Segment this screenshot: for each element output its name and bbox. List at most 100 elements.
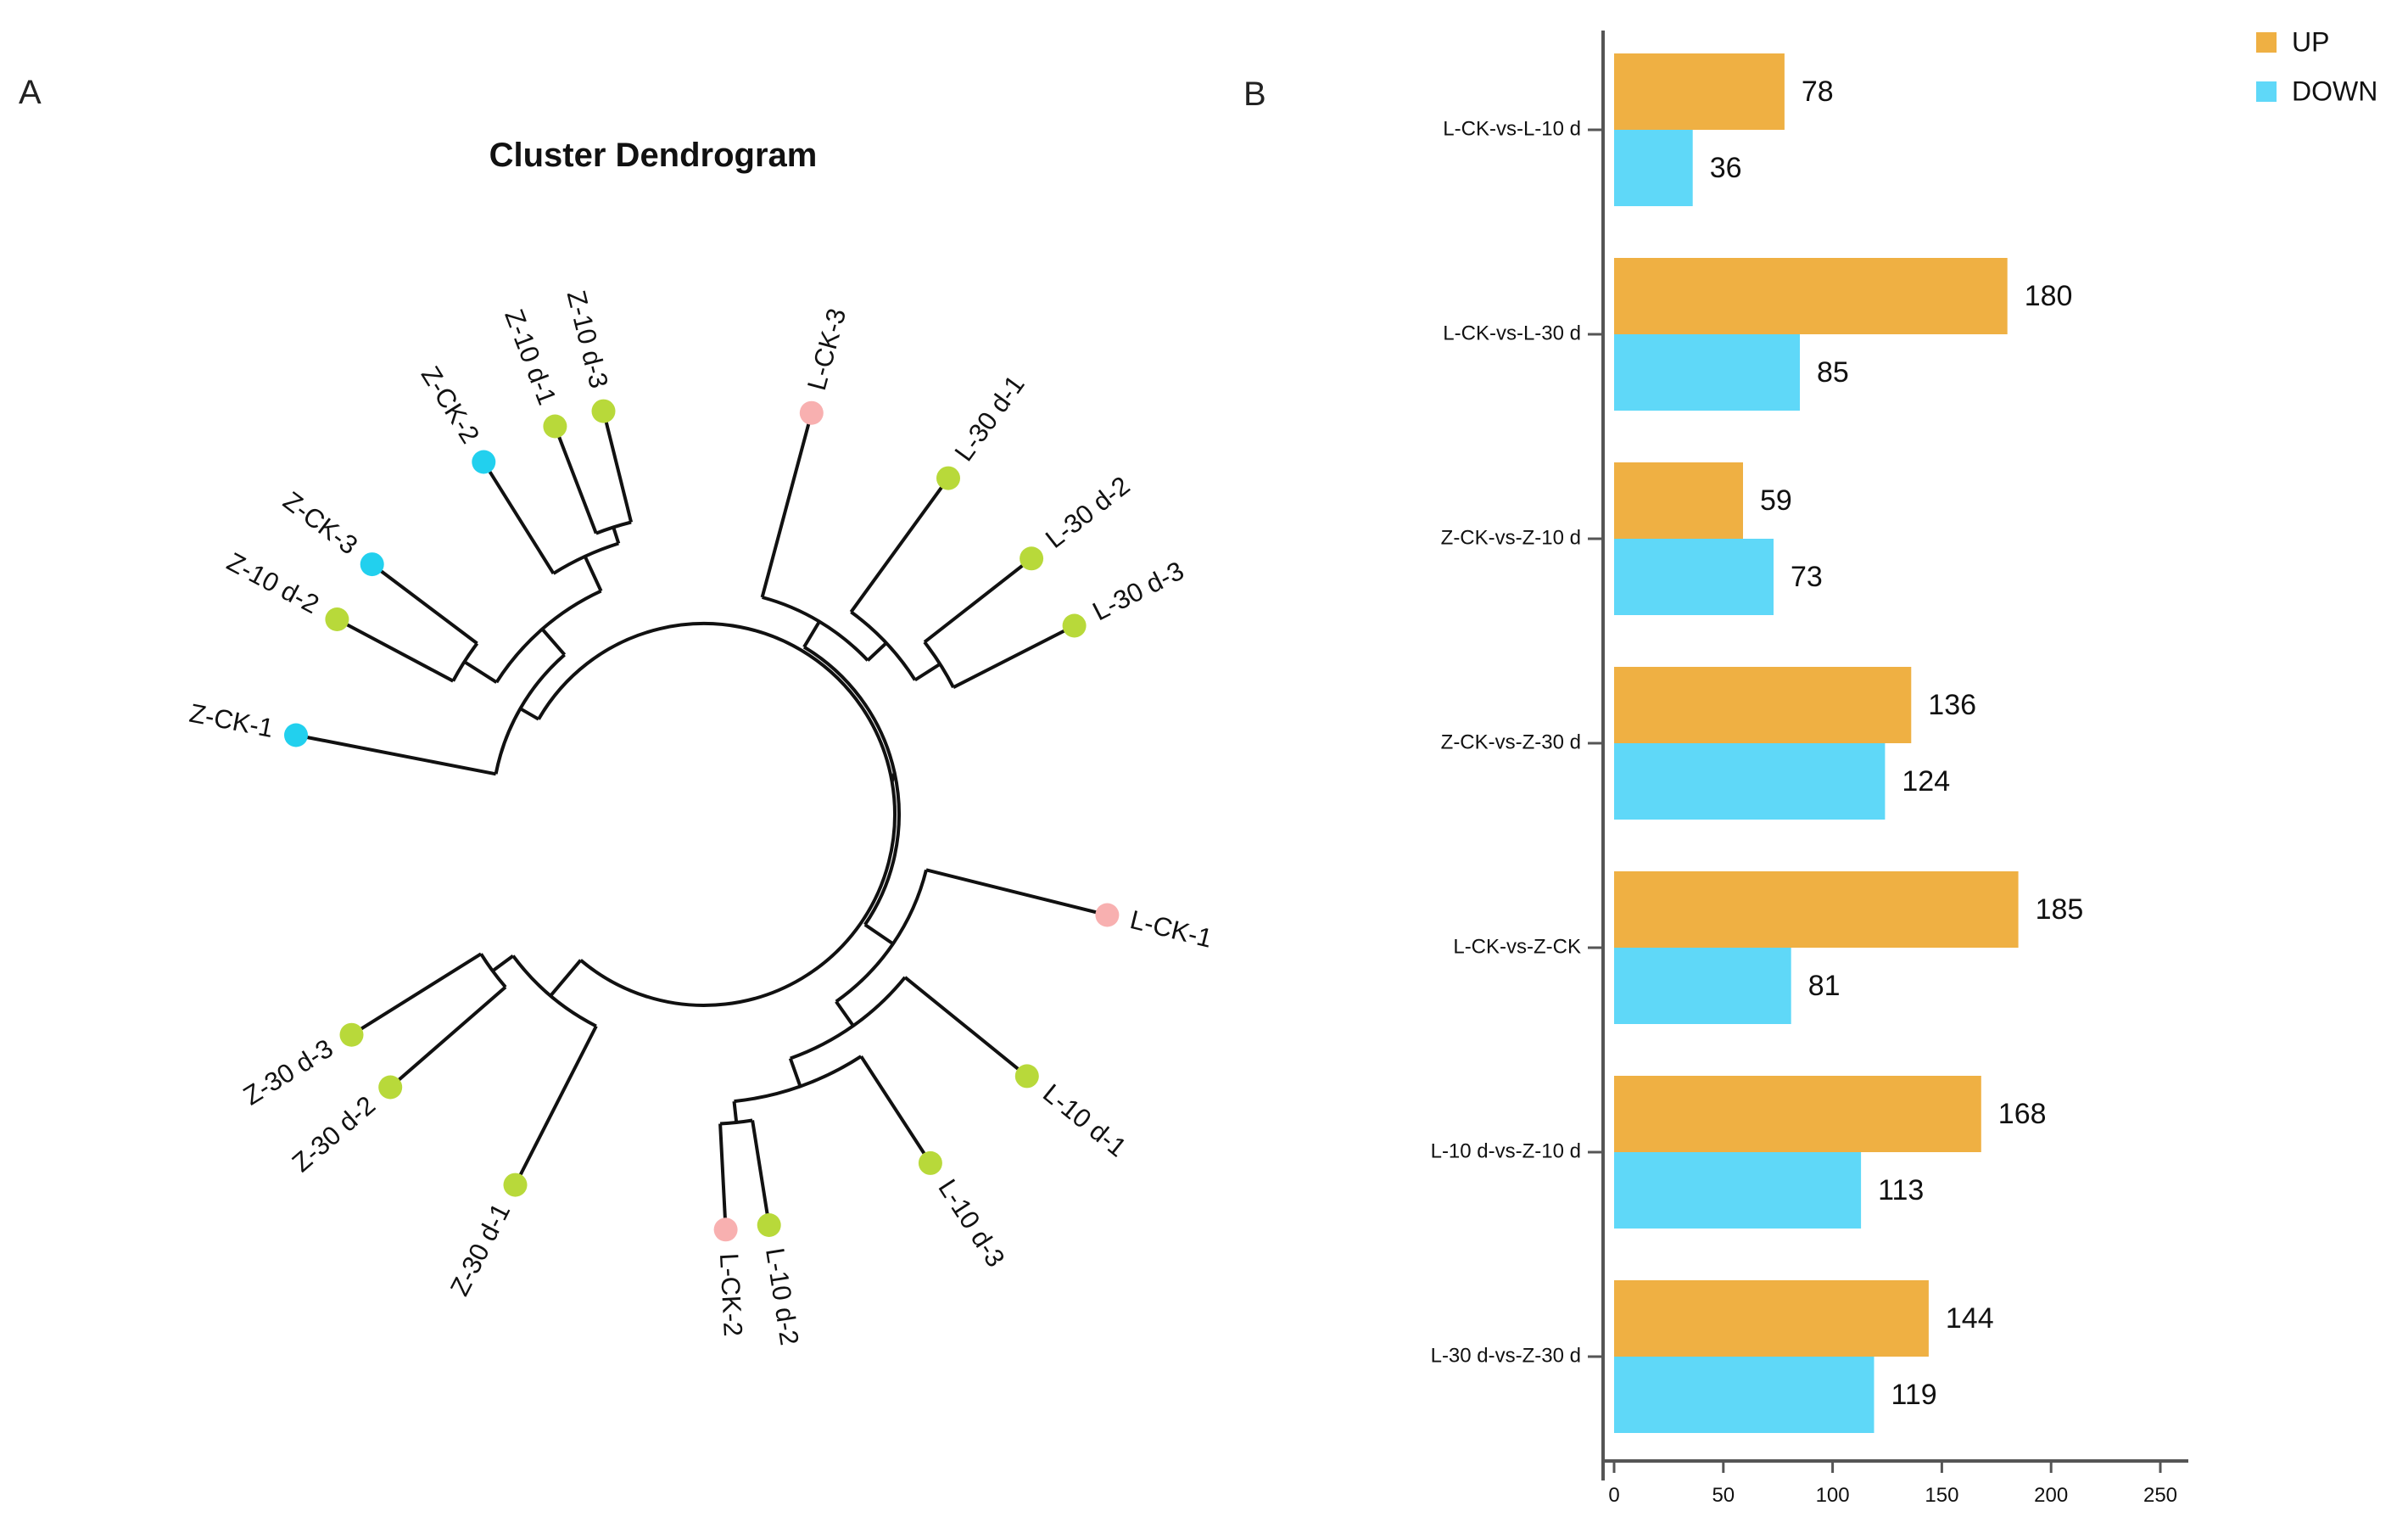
dendrogram-branch [553, 425, 598, 535]
value-label-up-3: 136 [1928, 689, 1976, 721]
leaf-label-l10d2: L-10 d-2 [760, 1246, 805, 1348]
bar-down-3 [1614, 743, 1886, 820]
x-tick-label-1: 50 [1712, 1484, 1735, 1507]
dendrogram-branch [295, 733, 496, 776]
value-label-down-3: 124 [1902, 765, 1950, 798]
bar-down-4 [1614, 948, 1791, 1024]
leaf-label-l10d1: L-10 d-1 [1037, 1078, 1132, 1163]
category-label-3: Z-CK-vs-Z-30 d [1441, 730, 1581, 753]
leaf-dot-l10d1 [1014, 1064, 1039, 1089]
leaf-label-z10d1: Z-10 d-1 [499, 305, 562, 409]
leaf-dot-l10d2 [757, 1213, 781, 1237]
leaf-dot-z10d3 [591, 399, 616, 423]
dendrogram-branch [866, 641, 888, 662]
dendrogram-branch [583, 555, 603, 592]
dendrogram-arc [537, 621, 897, 1007]
bar-down-5 [1614, 1152, 1862, 1229]
leaf-label-l30d2: L-30 d-2 [1040, 470, 1136, 554]
bar-up-3 [1614, 667, 1912, 743]
dendrogram-branch [802, 620, 821, 648]
leaf-label-zck3: Z-CK-3 [277, 485, 363, 560]
value-label-down-0: 36 [1710, 152, 1742, 184]
legend-label-down: DOWN [2292, 76, 2377, 106]
dendrogram-branch [849, 477, 950, 613]
dendrogram-arc [850, 610, 917, 681]
leaf-label-lck1: L-CK-1 [1127, 904, 1215, 954]
bar-up-5 [1614, 1076, 1981, 1152]
legend-swatch-down [2256, 81, 2277, 102]
legend-swatch-up [2256, 32, 2277, 53]
value-label-down-4: 81 [1808, 970, 1841, 1002]
value-label-up-6: 144 [1946, 1302, 1994, 1335]
x-tick-label-2: 100 [1816, 1484, 1850, 1507]
value-label-down-5: 113 [1878, 1174, 1924, 1206]
leaf-dot-lck1 [1095, 903, 1120, 927]
leaf-dot-lck3 [799, 400, 824, 425]
value-label-down-1: 85 [1817, 356, 1849, 389]
dendrogram-branch [925, 868, 1108, 917]
bar-up-1 [1614, 258, 2008, 334]
bar-down-0 [1614, 130, 1693, 206]
bar-down-6 [1614, 1357, 1874, 1433]
dendrogram-branch [923, 557, 1033, 644]
leaf-dot-l10d3 [918, 1150, 942, 1175]
dendrogram-branch [601, 411, 634, 523]
dendrogram-branch [788, 1057, 802, 1088]
dendrogram-branch [903, 976, 1029, 1077]
category-label-4: L-CK-vs-Z-CK [1453, 935, 1581, 958]
value-label-down-6: 119 [1891, 1379, 1937, 1411]
category-label-0: L-CK-vs-L-10 d [1443, 117, 1581, 140]
dendrogram-branch [388, 985, 507, 1089]
panel-a: A Cluster Dendrogram Z-CK-1Z-10 d-2Z-CK-… [19, 74, 1215, 1347]
dendrogram-branch [732, 1100, 739, 1123]
bar-down-1 [1614, 334, 1800, 411]
dendrogram-arc [479, 953, 507, 988]
dendrogram-branch [371, 563, 478, 645]
value-label-up-0: 78 [1802, 76, 1834, 108]
bar-up-0 [1614, 53, 1785, 130]
dendrogram-branch [953, 624, 1075, 689]
x-tick-label-0: 0 [1608, 1484, 1619, 1507]
dendrogram-root [890, 772, 897, 782]
dendrogram-branch [859, 1055, 932, 1164]
bar-down-2 [1614, 539, 1774, 615]
leaf-dot-z10d2 [325, 607, 349, 631]
leaf-dot-lck2 [713, 1217, 738, 1242]
x-tick-label-5: 250 [2143, 1484, 2177, 1507]
dendrogram-branch [336, 618, 455, 683]
dendrogram-branch [519, 707, 540, 721]
leaf-label-z10d2: Z-10 d-2 [222, 546, 324, 619]
leaf-label-l30d1: L-30 d-1 [948, 370, 1030, 467]
dendrogram-branch [913, 663, 941, 682]
category-label-6: L-30 d-vs-Z-30 d [1431, 1344, 1581, 1367]
leaf-label-zck2: Z-CK-2 [416, 361, 486, 448]
leaf-label-lck3: L-CK-3 [802, 305, 852, 394]
dendrogram-branch [540, 628, 567, 657]
panel-a-label: A [19, 74, 42, 111]
dendrogram-branch [718, 1123, 728, 1230]
leaf-label-z30d1: Z-30 d-1 [444, 1199, 516, 1301]
leaf-dot-z30d2 [378, 1075, 403, 1100]
dendrogram-branch [863, 923, 894, 946]
x-tick-label-3: 150 [1925, 1484, 1958, 1507]
dendrogram-branch [350, 952, 483, 1037]
bar-up-6 [1614, 1280, 1929, 1357]
leaf-label-z30d3: Z-30 d-3 [238, 1033, 338, 1111]
dendrogram-title: Cluster Dendrogram [489, 137, 818, 174]
leaf-dot-zck2 [472, 450, 496, 474]
dendrogram-branch [549, 959, 583, 997]
leaf-label-l10d3: L-10 d-3 [932, 1174, 1010, 1273]
value-label-down-2: 73 [1791, 561, 1823, 593]
value-label-up-2: 59 [1760, 484, 1792, 517]
dendrogram-branch [751, 1120, 771, 1226]
leaf-label-z10d3: Z-10 d-3 [561, 288, 614, 391]
leaf-dot-l30d1 [936, 466, 960, 490]
leaf-dot-zck1 [284, 723, 308, 747]
dendrogram-branch [482, 461, 556, 574]
x-tick-label-4: 200 [2034, 1484, 2068, 1507]
value-label-up-5: 168 [1998, 1098, 2047, 1130]
leaf-label-zck1: Z-CK-1 [187, 698, 277, 743]
